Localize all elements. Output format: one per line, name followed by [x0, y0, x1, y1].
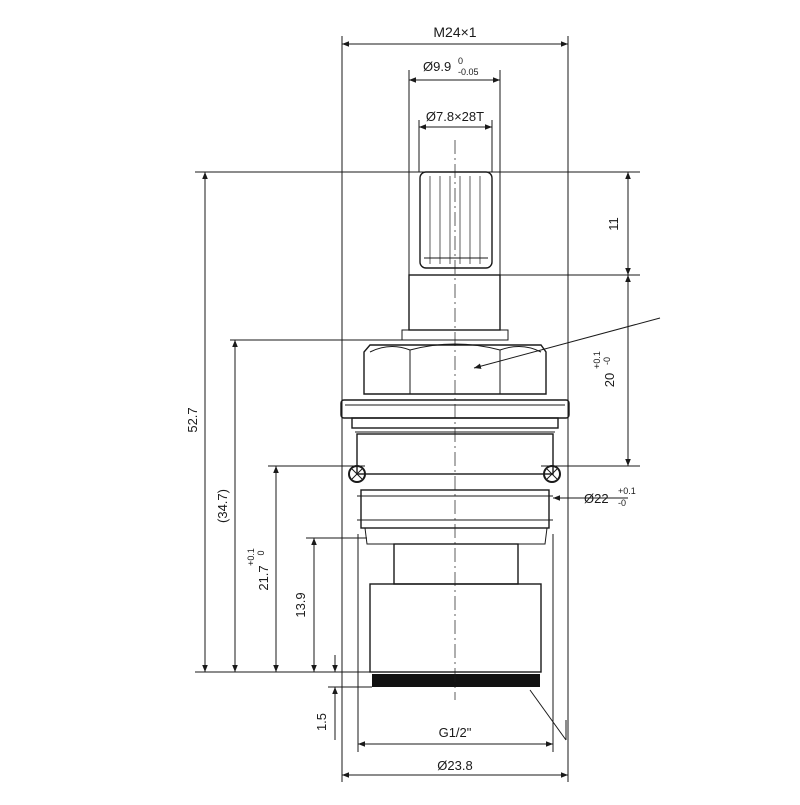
spline-height-label: 11 [606, 217, 621, 231]
seat-height-label: 21.7 [256, 565, 271, 590]
stem-diameter-tol-lower: -0.05 [458, 67, 479, 77]
washer-label: 1.5 [314, 713, 329, 731]
lower-body [369, 543, 542, 687]
stem-diameter-label: Ø9.9 [423, 59, 451, 74]
overall-height-label: 52.7 [185, 407, 200, 432]
bore-label: Ø22 [584, 491, 609, 506]
seat-height-tol-lower: 0 [256, 550, 266, 555]
thread-label: M24×1 [433, 24, 476, 40]
lower-height-label: 13.9 [293, 592, 308, 617]
dimensions: M24×1 Ø9.9 0 -0.05 Ø7.8×28T 11 20 +0.1 -… [185, 24, 661, 782]
bore-tol-upper: +0.1 [618, 486, 636, 496]
bore-tol-lower: -0 [618, 498, 626, 508]
cartridge-body [340, 140, 570, 700]
stem-height-tol-upper: +0.1 [592, 351, 602, 369]
body-height-label: (34.7) [215, 489, 230, 523]
stem-height-tol-lower: -0 [602, 357, 612, 365]
stem-diameter-tol-upper: 0 [458, 56, 463, 66]
base-diameter-label: Ø23.8 [437, 758, 472, 773]
base-thread-label: G1/2" [439, 725, 472, 740]
o-rings [348, 465, 561, 483]
stem-height-label: 20 [602, 373, 617, 387]
spline-label: Ø7.8×28T [426, 109, 484, 124]
seat-height-tol-upper: +0.1 [246, 548, 256, 566]
